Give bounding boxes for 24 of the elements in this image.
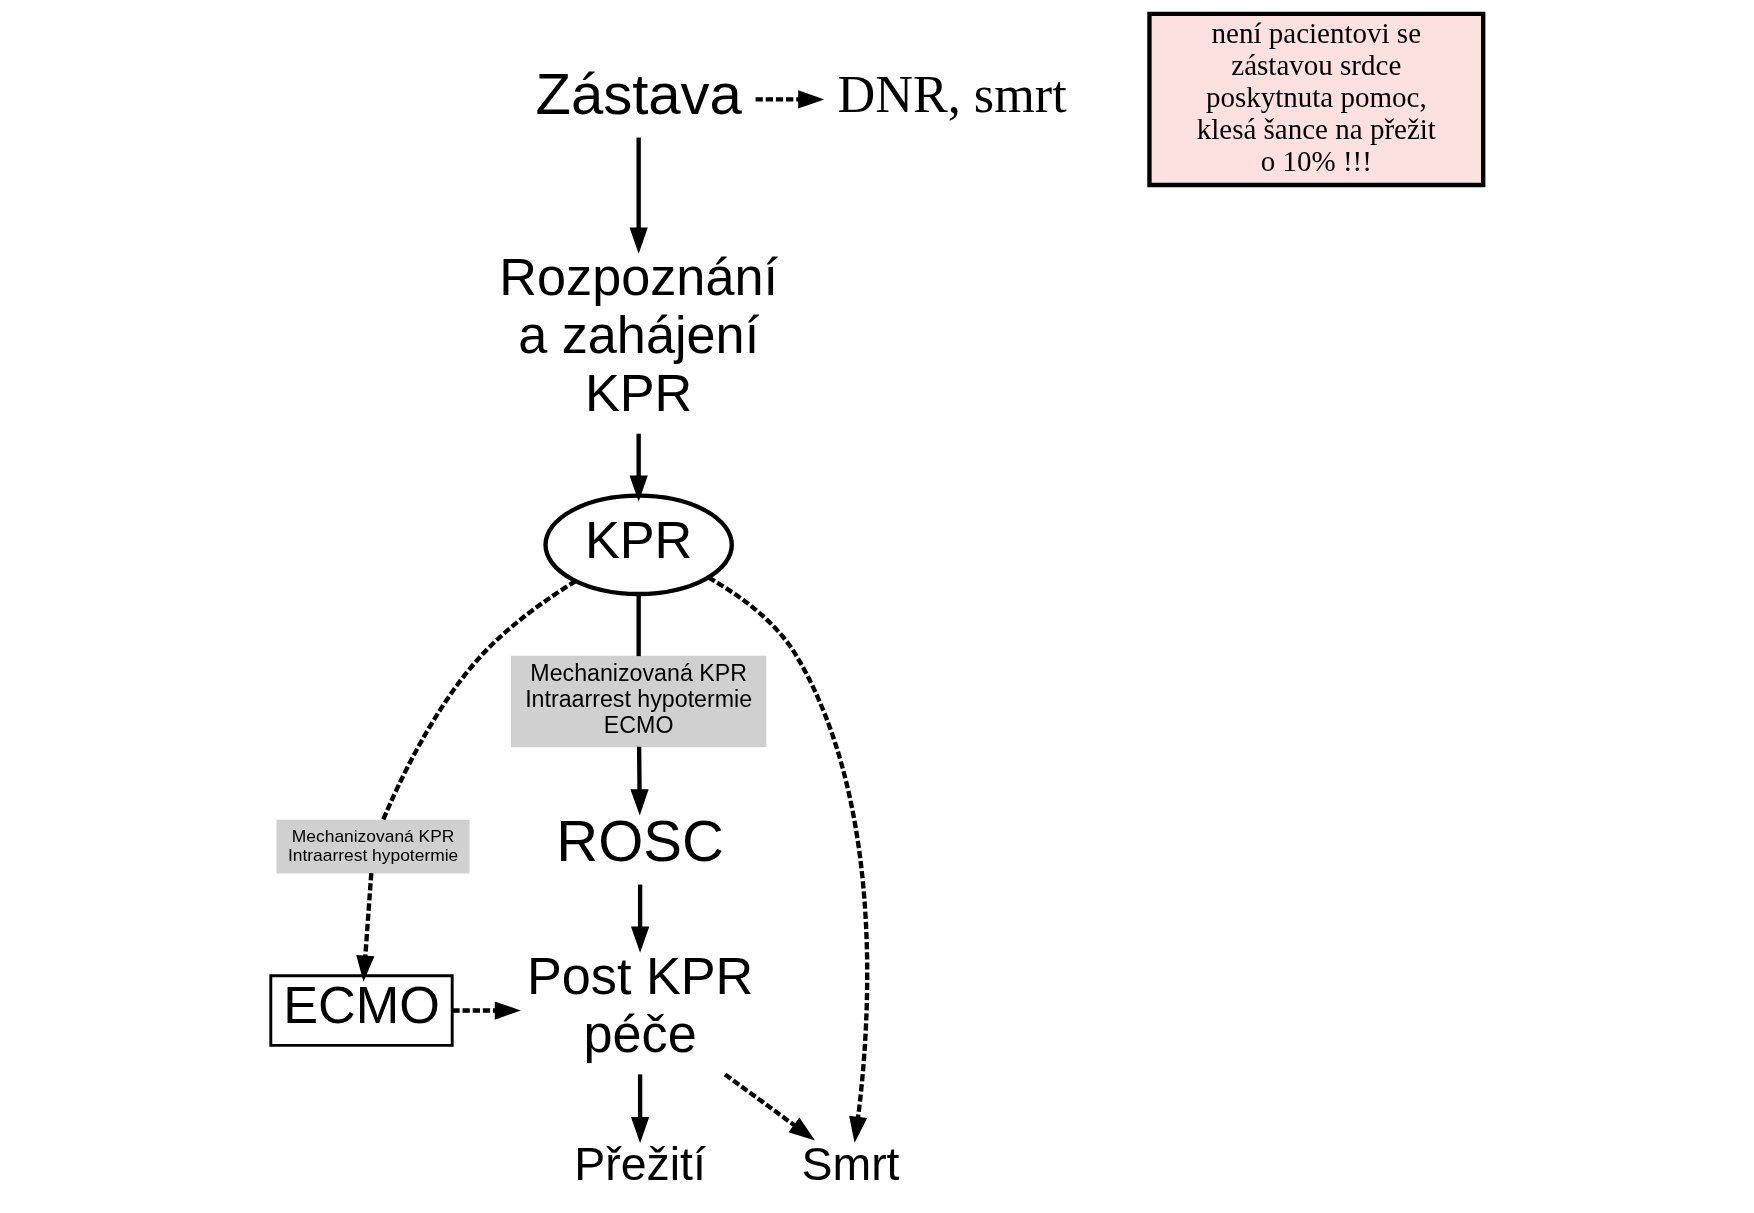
connector [380, 579, 577, 822]
node-text: Zástava [535, 60, 742, 126]
node-box: ECMO [269, 974, 454, 1047]
arrow [356, 873, 375, 982]
node-text: Rozpoznání a zahájení KPR [499, 248, 778, 423]
arrow [630, 746, 649, 816]
node-text: Post KPR péče [526, 947, 754, 1064]
node-text: DNR, smrt [837, 65, 1067, 124]
arrow [629, 137, 648, 254]
node-ellipse: KPR [543, 493, 734, 597]
arrow [630, 884, 650, 953]
arrow [630, 1074, 650, 1144]
node-text: Přežití [574, 1137, 706, 1190]
connector [636, 594, 641, 657]
node-box: Mechanizovaná KPR Intraarrest hypotermie [276, 819, 470, 874]
node-box: Mechanizovaná KPR Intraarrest hypotermie ECMO [510, 655, 767, 748]
arrow [723, 1072, 815, 1141]
arrow [452, 1001, 521, 1020]
node-text: ROSC [556, 808, 724, 874]
node-box: není pacientovi se zástavou srdce poskytnuta pomoc, klesá šance na přežit o 10% !!! [1147, 11, 1486, 188]
arrow [707, 575, 870, 1143]
arrow [629, 433, 648, 502]
node-text: Smrt [801, 1137, 900, 1190]
arrow [755, 90, 825, 109]
